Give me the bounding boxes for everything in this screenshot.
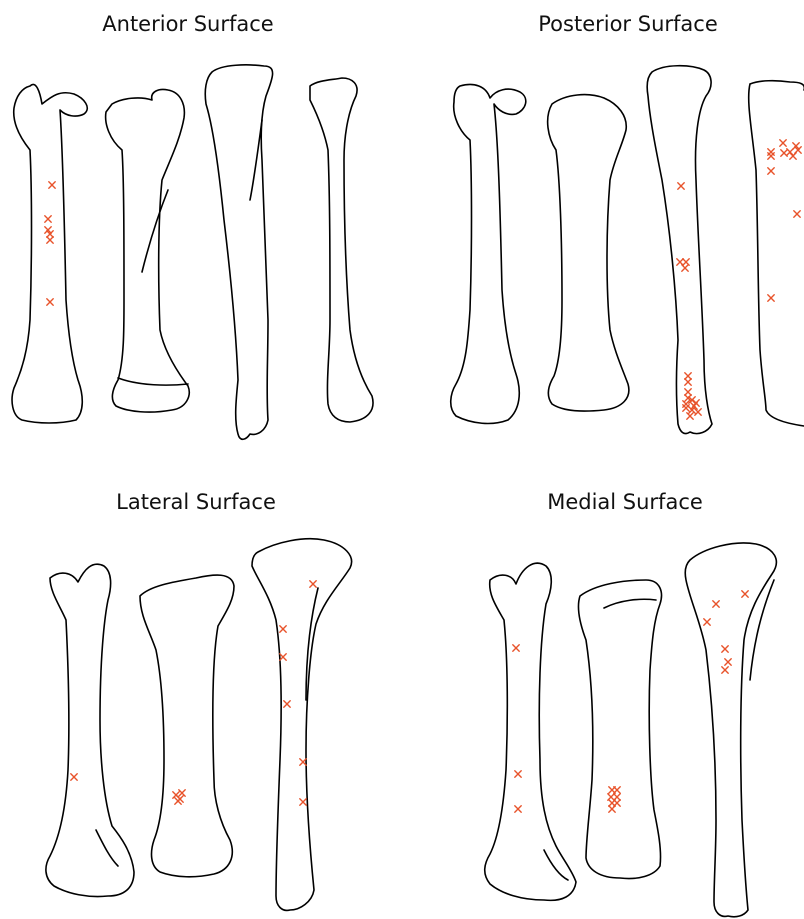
marker-medial-8 [725,659,731,665]
marker-lateral-3 [280,654,286,660]
humerus-outline-posterior [548,95,629,411]
marker-lateral-11 [175,798,181,804]
panel-posterior [451,66,804,434]
marker-medial-5 [713,601,719,607]
marker-lateral-4 [284,701,290,707]
marker-anterior-4 [47,237,53,243]
femur-outline-posterior [451,85,526,424]
femur-inner-line-lateral [96,830,118,866]
fibula-line-anterior [250,120,262,200]
marker-posterior-4 [682,265,688,271]
marker-posterior-27 [685,389,691,395]
marker-medial-13 [614,794,620,800]
femur-outline-anterior [12,84,87,423]
tibia-outline-posterior [647,66,712,434]
marker-lateral-5 [300,759,306,765]
marker-lateral-10 [179,790,185,796]
femur-outline-medial [485,563,576,900]
marker-anterior-1 [49,182,55,188]
panel-lateral [46,539,352,911]
marker-posterior-5 [685,373,691,379]
marker-medial-6 [704,619,710,625]
marker-posterior-2 [677,259,683,265]
marker-lateral-2 [280,626,286,632]
marker-posterior-12 [695,409,701,415]
marker-lateral-7 [71,774,77,780]
femur-inner-line-medial [544,850,568,880]
radius-outline-posterior [749,81,804,426]
humerus-ridge-medial [604,599,656,608]
femur-outline-lateral [46,564,134,896]
marker-posterior-18 [780,140,786,146]
marker-medial-7 [722,646,728,652]
marker-lateral-1 [310,581,316,587]
marker-posterior-1 [678,183,684,189]
humerus-ridge-anterior [118,190,188,385]
marker-posterior-24 [768,168,774,174]
marker-posterior-14 [683,401,689,407]
marker-anterior-2 [45,216,51,222]
tibia-outline-lateral [252,539,352,911]
marker-medial-15 [614,800,620,806]
marker-lateral-6 [300,799,306,805]
radius-outline-anterior [310,78,373,422]
marker-posterior-25 [794,211,800,217]
fibula-line-medial [750,580,774,680]
marker-medial-2 [515,771,521,777]
marker-medial-1 [513,645,519,651]
panel-medial [485,543,777,917]
tibia-outline-medial [685,543,776,917]
marker-posterior-26 [768,295,774,301]
marker-posterior-23 [790,153,796,159]
marker-posterior-13 [687,413,693,419]
marker-medial-11 [614,787,620,793]
panel-anterior [12,65,373,439]
marker-anterior-5 [47,299,53,305]
humerus-outline-lateral [140,575,234,877]
marker-posterior-17 [768,153,774,159]
marker-posterior-6 [685,379,691,385]
marker-medial-3 [515,806,521,812]
marker-medial-16 [609,806,615,812]
marker-medial-9 [722,667,728,673]
humerus-outline-medial [578,580,661,879]
marker-posterior-20 [787,149,793,155]
marker-medial-4 [742,591,748,597]
